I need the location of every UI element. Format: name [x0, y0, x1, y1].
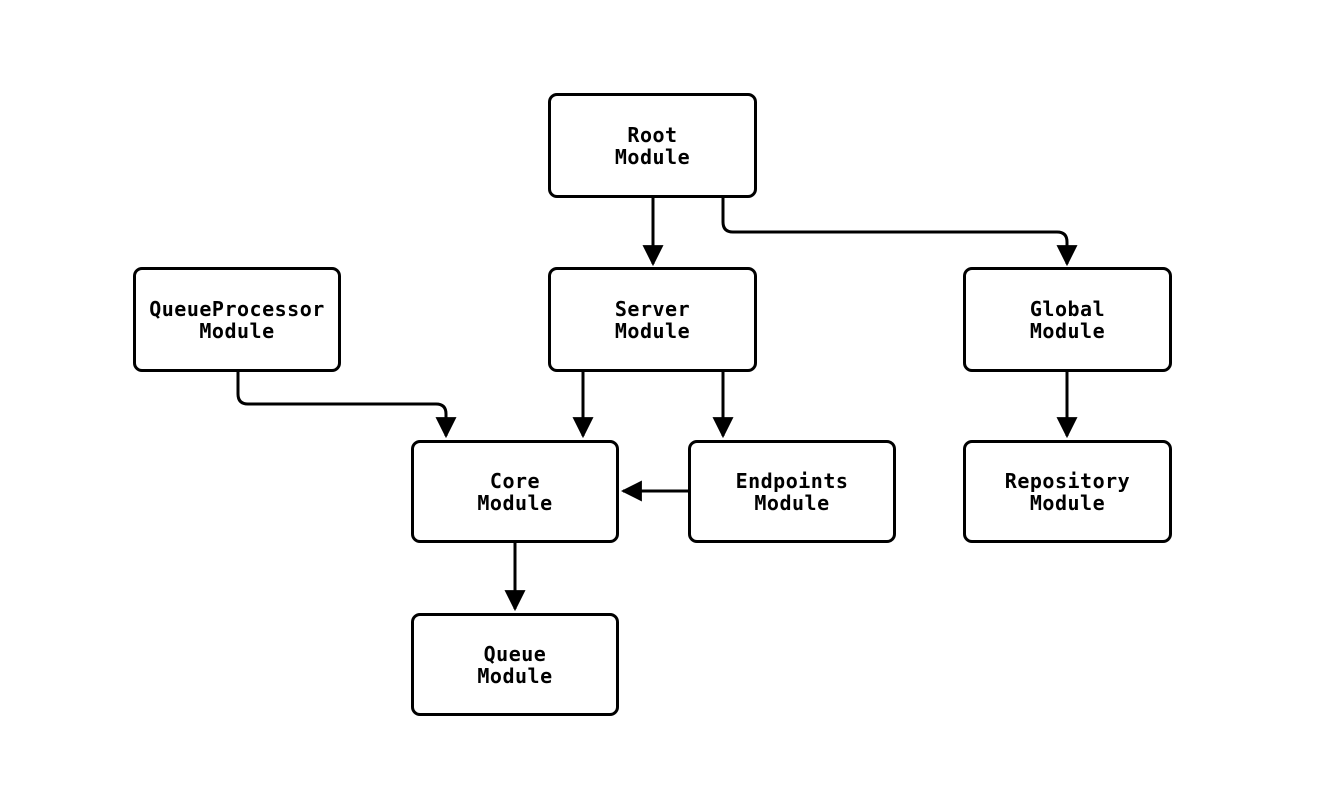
- node-core-module-label: Core Module: [477, 468, 553, 515]
- node-root-module-label: Root Module: [614, 122, 691, 169]
- node-global-module-label: Global Module: [1029, 296, 1106, 343]
- node-root-module: Root Module: [548, 93, 757, 198]
- edge-root-to-global: [721, 198, 1078, 267]
- node-endpoints-module: Endpoints Module: [688, 440, 896, 543]
- node-repository-module: Repository Module: [963, 440, 1172, 543]
- node-queueprocessor-module-label: QueueProcessor Module: [149, 296, 325, 343]
- edge-queueprocessor-to-core: [236, 372, 457, 439]
- node-queue-module-label: Queue Module: [477, 641, 553, 688]
- node-endpoints-module-label: Endpoints Module: [735, 468, 849, 515]
- node-repository-module-label: Repository Module: [1004, 468, 1131, 515]
- node-core-module: Core Module: [411, 440, 619, 543]
- node-queue-module: Queue Module: [411, 613, 619, 716]
- node-server-module: Server Module: [548, 267, 757, 372]
- node-queueprocessor-module: QueueProcessor Module: [133, 267, 341, 372]
- node-server-module-label: Server Module: [614, 296, 691, 343]
- node-global-module: Global Module: [963, 267, 1172, 372]
